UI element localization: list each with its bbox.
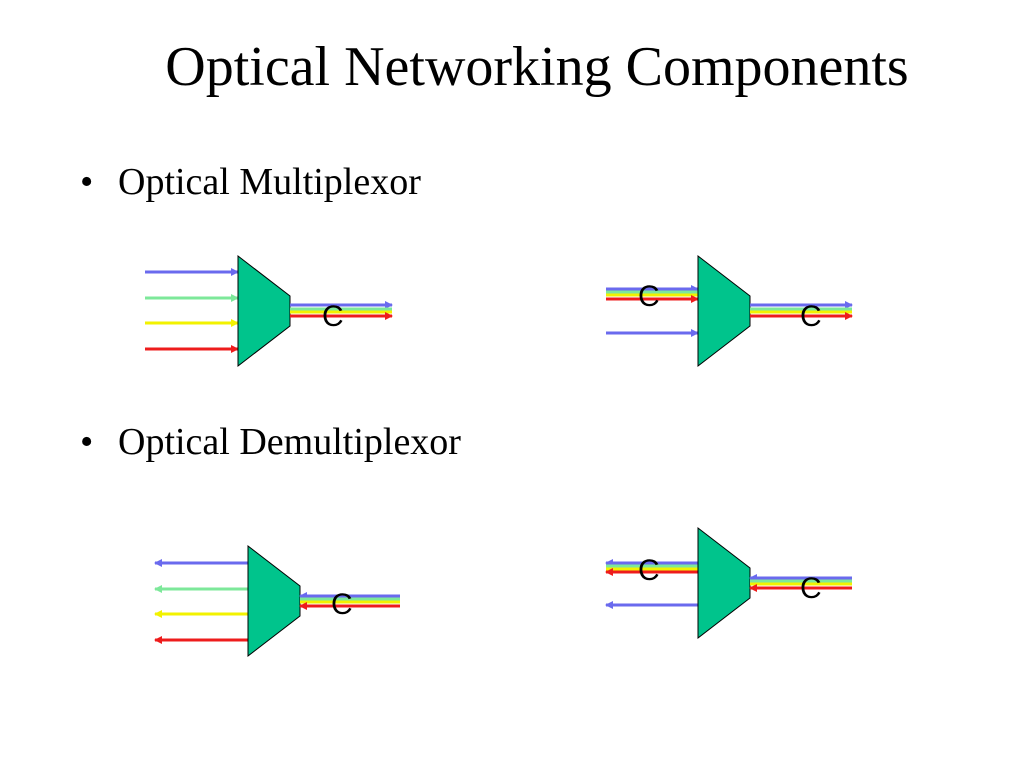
bullet-text: Optical Demultiplexor [118,421,461,463]
combined-signal-label: C [331,588,353,621]
combined-output-label: C [638,554,660,587]
bullet-multiplexor: • Optical Multiplexor [80,160,421,204]
demultiplexor-diagram-2: C C [605,526,852,640]
bullet-text: Optical Multiplexor [118,161,421,203]
page-title: Optical Networking Components [165,36,909,98]
demultiplexor-device [697,526,751,640]
combined-output-label: C [800,300,822,333]
demultiplexor-device [247,544,301,658]
bullet-marker: • [80,161,94,203]
demultiplexor-diagram-1: C [154,544,400,658]
multiplexor-device [697,254,751,368]
combined-signal-label: C [322,300,344,333]
bullet-demultiplexor: • Optical Demultiplexor [80,420,461,464]
combined-input-label: C [800,572,822,605]
multiplexor-diagram-2: C C [606,254,853,368]
bullet-marker: • [80,421,94,463]
multiplexor-device [237,254,291,368]
multiplexor-diagram-1: C [145,254,393,368]
combined-input-label: C [638,280,660,313]
